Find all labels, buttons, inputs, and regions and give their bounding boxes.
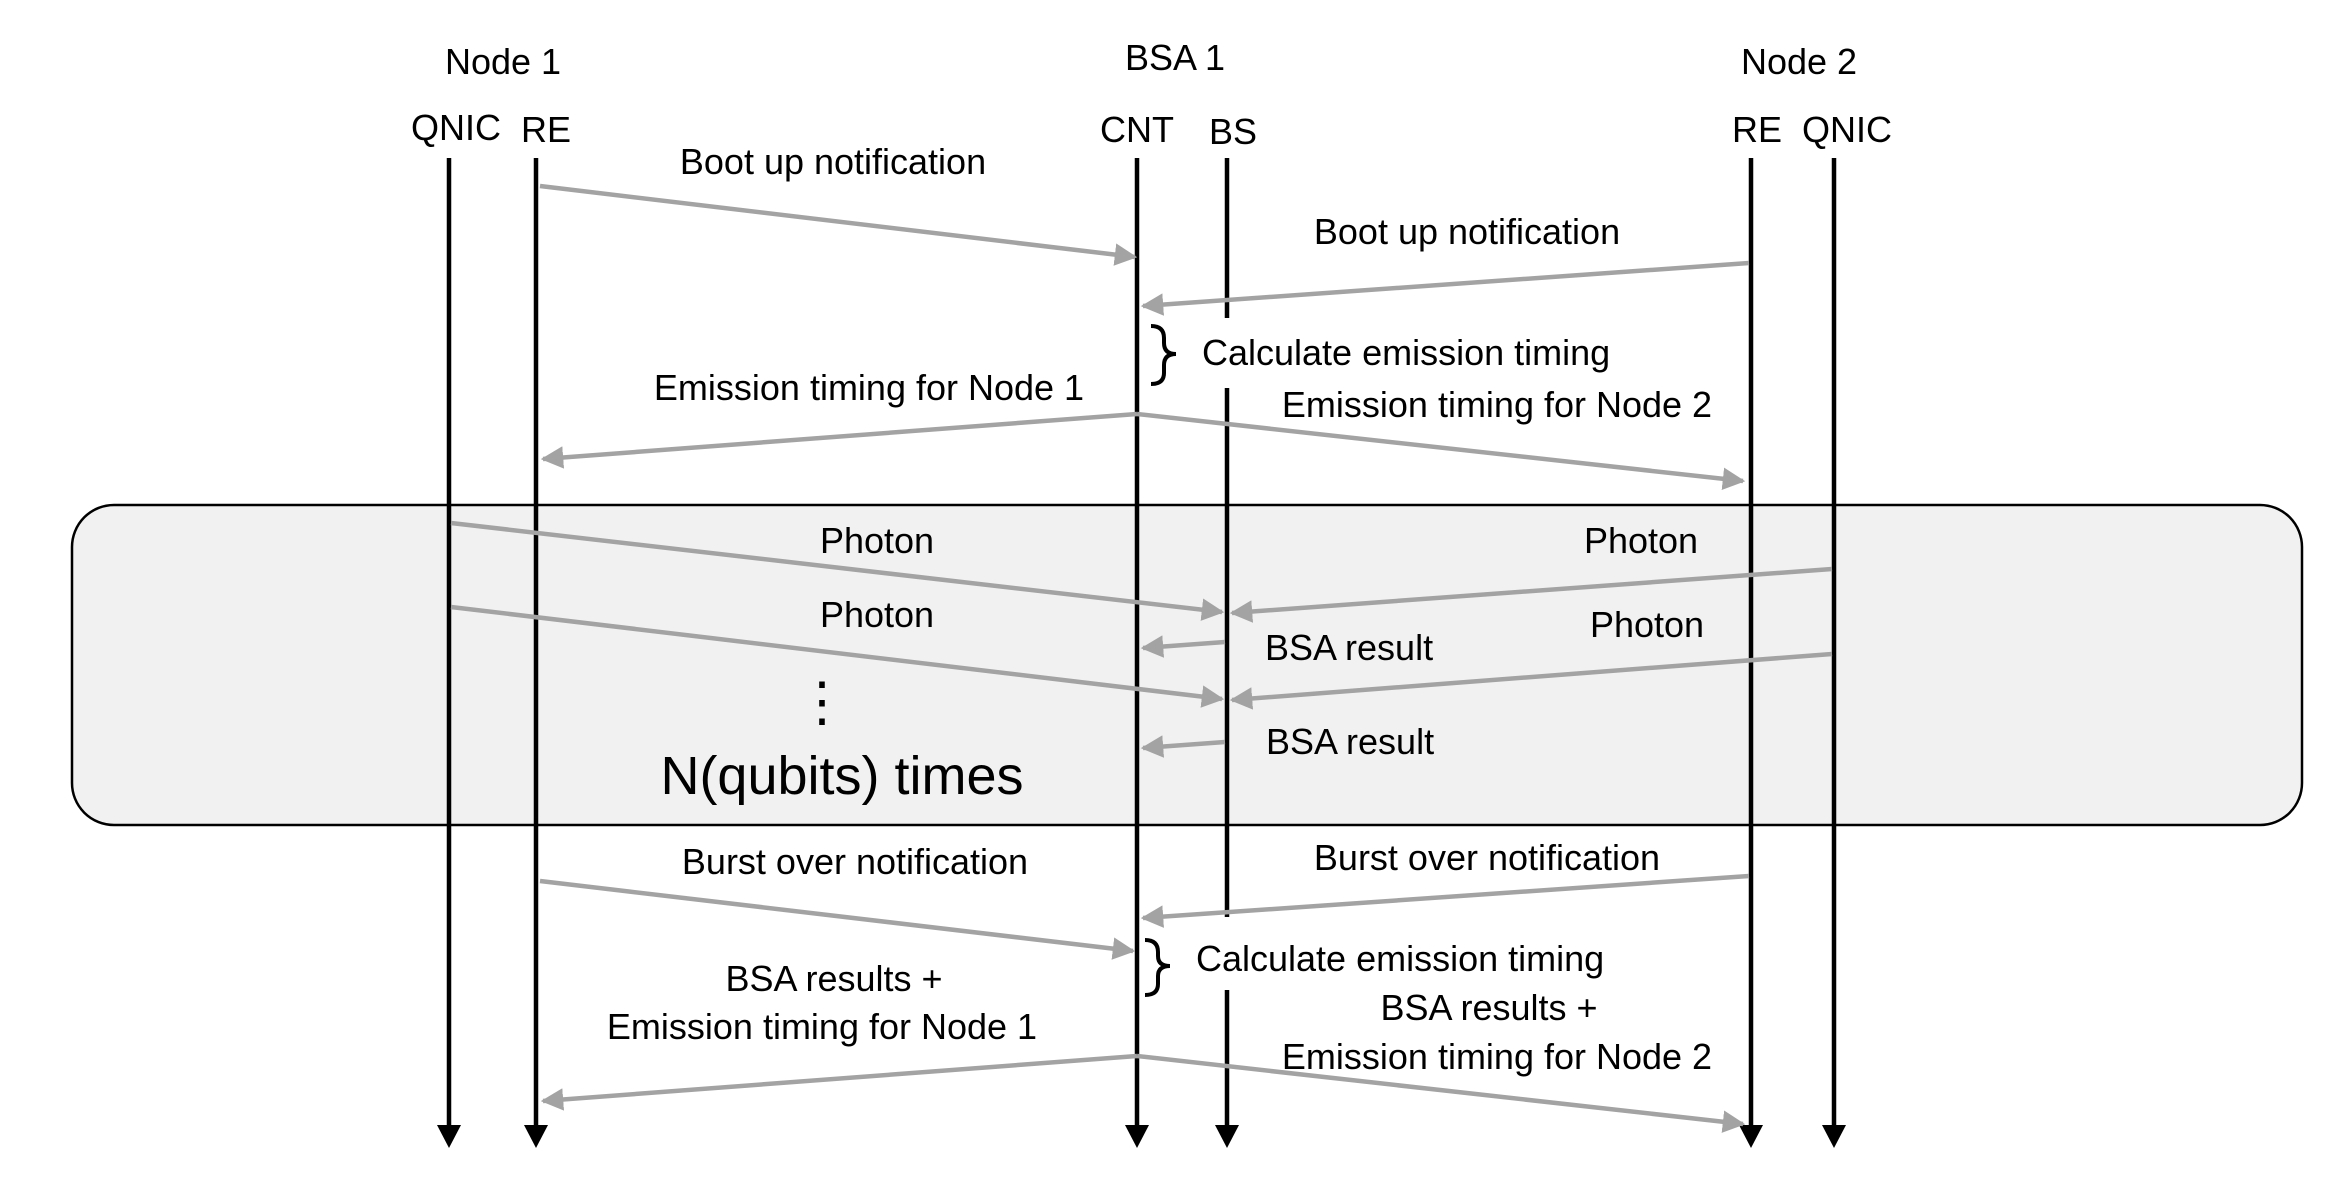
label-results-node2-line2: Emission timing for Node 2: [1282, 1036, 1712, 1077]
brace-calc-2: [1144, 938, 1171, 997]
label-boot-node2: Boot up notification: [1314, 211, 1620, 252]
label-results-node1-line1: BSA results +: [725, 958, 942, 999]
label-burst-node1: Burst over notification: [682, 841, 1028, 882]
label-emit-node2: Emission timing for Node 2: [1282, 384, 1712, 425]
label-qnic-node2: QNIC: [1802, 109, 1892, 150]
arrow-boot-node1: [539, 183, 1138, 266]
lifelines: [437, 158, 1846, 1148]
lifeline-arrowhead: [1215, 1125, 1239, 1148]
loop-label: N(qubits) times: [660, 746, 1023, 806]
arrow-photon-left-2: [450, 604, 1225, 708]
label-qnic-node1: QNIC: [411, 107, 501, 148]
lifeline-arrowhead: [1739, 1125, 1763, 1148]
arrow-emit-node1: [540, 411, 1138, 469]
lifeline-arrowhead: [437, 1125, 461, 1148]
arrow-boot-node2: [1140, 260, 1750, 316]
entity-bsa: BSA 1: [1125, 37, 1225, 78]
label-photon-right-1: Photon: [1584, 520, 1698, 561]
arrow-photon-left-1: [450, 520, 1225, 621]
lifeline-arrowhead: [524, 1125, 548, 1148]
lifeline-arrowhead: [1822, 1125, 1846, 1148]
brace-calc-1: [1150, 324, 1177, 386]
arrow-emit-node2: [1136, 411, 1746, 490]
label-re-node2: RE: [1732, 109, 1782, 150]
label-burst-node2: Burst over notification: [1314, 837, 1660, 878]
label-calc-2: Calculate emission timing: [1196, 938, 1604, 979]
label-photon-left-2: Photon: [820, 594, 934, 635]
label-re-node1: RE: [521, 109, 571, 150]
messages: [450, 183, 1833, 1133]
label-bsa-result-2: BSA result: [1266, 721, 1434, 762]
loop-ellipsis: ⋮: [795, 672, 849, 732]
label-photon-right-2: Photon: [1590, 604, 1704, 645]
arrow-bsa-result-1: [1140, 635, 1226, 658]
arrow-results-node2: [1136, 1053, 1746, 1133]
loop-box: [70, 503, 2304, 827]
label-calc-1: Calculate emission timing: [1202, 332, 1610, 373]
arrow-bsa-result-2: [1140, 735, 1226, 758]
label-boot-node1: Boot up notification: [680, 141, 986, 182]
arrow-photon-right-2: [1229, 651, 1833, 710]
lifeline-arrowhead: [1125, 1125, 1149, 1148]
arrow-results-node1: [540, 1053, 1138, 1111]
arrow-burst-node2: [1140, 873, 1750, 928]
arrow-photon-right-1: [1229, 566, 1833, 623]
arrow-burst-node1: [539, 878, 1136, 960]
label-results-node2-line1: BSA results +: [1380, 987, 1597, 1028]
entity-node1: Node 1: [445, 41, 561, 82]
label-cnt: CNT: [1100, 109, 1174, 150]
label-emit-node1: Emission timing for Node 1: [654, 367, 1084, 408]
label-results-node1-line2: Emission timing for Node 1: [607, 1006, 1037, 1047]
label-bsa-result-1: BSA result: [1265, 627, 1433, 668]
entity-node2: Node 2: [1741, 41, 1857, 82]
label-photon-left-1: Photon: [820, 520, 934, 561]
label-bs: BS: [1209, 111, 1257, 152]
